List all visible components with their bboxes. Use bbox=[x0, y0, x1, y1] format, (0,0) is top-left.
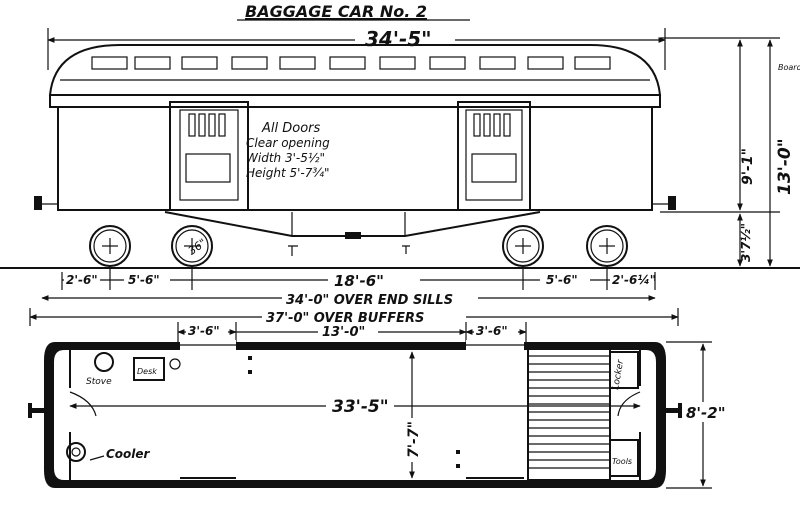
stove-label: Stove bbox=[86, 377, 112, 387]
side-door-right bbox=[457, 101, 531, 211]
door-left-width-label: 3'-6" bbox=[188, 324, 220, 338]
door-note-line-2: Clear opening bbox=[246, 136, 330, 150]
end-sills-dimension: 34'-0" OVER END SILLS bbox=[41, 289, 656, 308]
truck-centers-label: 18'-6" bbox=[334, 272, 384, 290]
car-body-side bbox=[34, 106, 676, 211]
overall-length-dimension: 34'-5" bbox=[47, 27, 666, 70]
overall-length-label: 34'-5" bbox=[365, 27, 432, 51]
height-upper-label: 9'-1" bbox=[740, 148, 756, 185]
door-note-line-1: All Doors bbox=[261, 121, 321, 136]
roof-note-label: Board bbox=[778, 63, 800, 72]
tools-label: Tools bbox=[612, 457, 632, 466]
buffers-dimension: 37'-0" OVER BUFFERS bbox=[29, 308, 679, 326]
cooler-label: Cooler bbox=[106, 447, 151, 461]
drawing-title: BAGGAGE CAR No. 2 bbox=[245, 2, 427, 21]
wheelbase-left-label: 5'-6" bbox=[128, 273, 160, 287]
plan-door-dimensions: 3'-6" 13'-0" 3'-6" bbox=[177, 322, 527, 345]
spacing-right-label: 2'-6¼" bbox=[612, 273, 656, 287]
stove: Stove bbox=[86, 352, 114, 387]
desk: Desk bbox=[133, 357, 181, 381]
height-total-label: 13'-0" bbox=[775, 138, 795, 195]
inside-width-dimension: 7'-7" bbox=[402, 351, 422, 479]
spacing-left-label: 2'-6" bbox=[66, 273, 98, 287]
end-sills-label: 34'-0" OVER END SILLS bbox=[286, 293, 453, 308]
water-cooler: Cooler bbox=[66, 442, 151, 462]
car-roof bbox=[48, 44, 662, 108]
buffer-right bbox=[668, 196, 676, 210]
door-right-width-label: 3'-6" bbox=[476, 324, 508, 338]
door-note: All Doors Clear opening Width 3'-5½" Hei… bbox=[246, 121, 330, 180]
outside-width-label: 8'-2" bbox=[686, 404, 726, 422]
clerestory-windows bbox=[91, 56, 611, 70]
wheel-3 bbox=[502, 225, 544, 267]
outside-width-dimension: 8'-2" bbox=[666, 341, 728, 489]
inside-length-dimension: 33'-5" bbox=[69, 396, 641, 417]
height-lower-label: 3'7½" bbox=[739, 223, 753, 262]
door-note-line-4: Height 5'-7¾" bbox=[246, 166, 330, 180]
buffer-left bbox=[34, 196, 42, 210]
inside-length-label: 33'-5" bbox=[332, 397, 389, 417]
door-note-line-3: Width 3'-5½" bbox=[246, 151, 325, 165]
inside-width-label: 7'-7" bbox=[406, 421, 422, 458]
truss-rods bbox=[164, 211, 541, 256]
buffers-label: 37'-0" OVER BUFFERS bbox=[266, 311, 424, 326]
desk-label: Desk bbox=[137, 367, 157, 376]
wheel-spacing-dimensions: 2'-6" 5'-6" 18'-6" 5'-6" 2'-6¼" bbox=[61, 266, 656, 290]
wheel-1 bbox=[89, 225, 131, 267]
between-doors-label: 13'-0" bbox=[322, 325, 365, 340]
baggage-rack bbox=[527, 347, 611, 481]
side-door-left bbox=[169, 101, 249, 211]
height-dimensions: 9'-1" 13'-0" 3'7½" Board bbox=[660, 37, 800, 267]
wheel-4 bbox=[586, 225, 628, 267]
wheelbase-right-label: 5'-6" bbox=[546, 273, 578, 287]
